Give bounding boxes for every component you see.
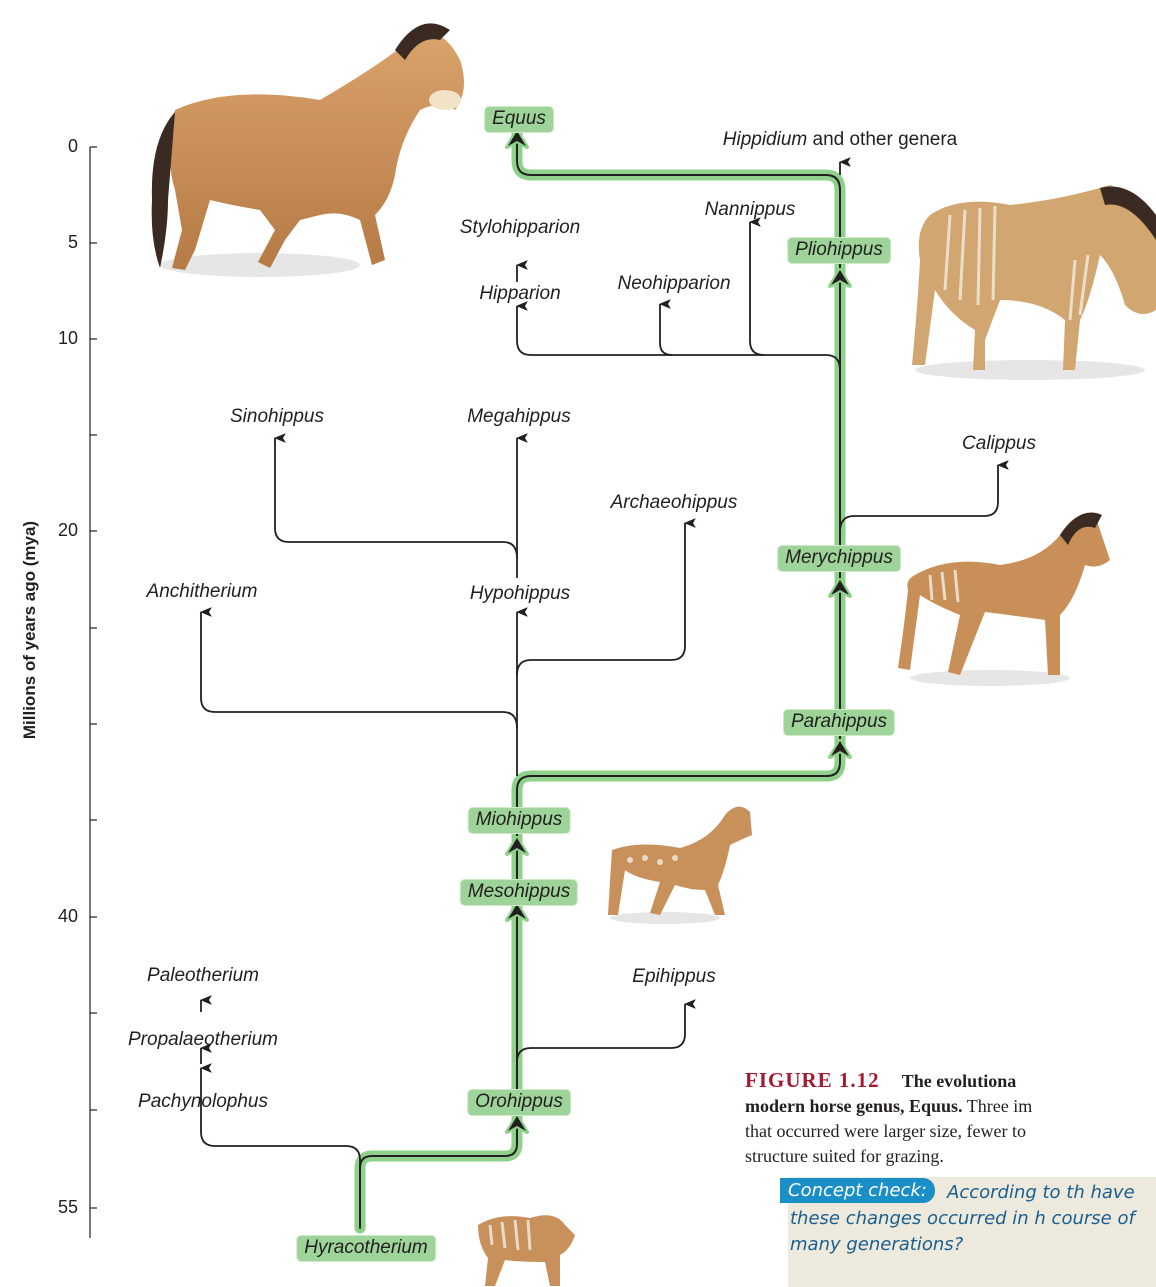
genus-anchitherium: Anchitherium: [147, 581, 258, 603]
genus-pliohippus: Pliohippus: [788, 238, 890, 263]
genus-nannippus: Nannippus: [705, 199, 796, 221]
genus-sinohippus: Sinohippus: [230, 406, 324, 428]
axis-title: Millions of years ago (mya): [20, 460, 40, 800]
genus-megahippus: Megahippus: [467, 406, 571, 428]
genus-equus: Equus: [485, 107, 553, 132]
equus-horse-illustration: [152, 23, 464, 277]
concept-check-label: Concept check:: [780, 1178, 935, 1203]
tick-label-40: 40: [38, 906, 78, 927]
pliohippus-horse-illustration: [912, 185, 1156, 380]
caption-line-2-rest: Three im: [963, 1096, 1033, 1116]
genus-hypohippus: Hypohippus: [470, 583, 570, 605]
tick-label-0: 0: [38, 136, 78, 157]
genus-miohippus: Miohippus: [469, 808, 570, 833]
caption-line-1: FIGURE 1.12 The evolutiona: [745, 1068, 1156, 1094]
caption-line-2-bold: modern horse genus, Equus.: [745, 1096, 963, 1116]
genus-calippus: Calippus: [962, 433, 1036, 455]
genus-hyracotherium: Hyracotherium: [297, 1236, 435, 1261]
tick-label-20: 20: [38, 520, 78, 541]
genus-mesohippus: Mesohippus: [461, 880, 577, 905]
caption-line-4: structure suited for grazing.: [745, 1144, 1156, 1169]
genus-stylohipparion: Stylohipparion: [460, 217, 580, 239]
figure-caption: FIGURE 1.12 The evolutiona modern horse g…: [745, 1068, 1156, 1169]
genus-hipparion: Hipparion: [479, 283, 560, 305]
mesohippus-horse-illustration: [608, 807, 752, 924]
figure-label: FIGURE 1.12: [745, 1068, 880, 1092]
genus-orohippus: Orohippus: [468, 1090, 570, 1115]
genus-hippidium-name: Hippidium: [723, 129, 807, 150]
tick-label-55: 55: [38, 1197, 78, 1218]
genus-paleotherium: Paleotherium: [147, 965, 259, 987]
caption-title: The evolutiona: [902, 1071, 1017, 1091]
hyracotherium-horse-illustration: [478, 1215, 575, 1286]
genus-hippidium: Hippidium and other genera: [723, 129, 958, 151]
genus-archaeohippus: Archaeohippus: [611, 492, 738, 514]
tick-label-5: 5: [38, 232, 78, 253]
tick-label-10: 10: [38, 328, 78, 349]
genus-hippidium-suffix: and other genera: [807, 129, 957, 150]
genus-merychippus: Merychippus: [778, 546, 900, 571]
genus-propalaeotherium: Propalaeotherium: [128, 1029, 278, 1051]
caption-line-3: that occurred were larger size, fewer to: [745, 1119, 1156, 1144]
genus-neohipparion: Neohipparion: [617, 273, 730, 295]
side-branches: [201, 162, 998, 1170]
genus-parahippus: Parahippus: [784, 710, 894, 735]
genus-epihippus: Epihippus: [632, 966, 715, 988]
caption-line-2: modern horse genus, Equus. Three im: [745, 1094, 1156, 1119]
main-lineage-path: [360, 128, 840, 1228]
genus-pachynolophus: Pachynolophus: [138, 1091, 268, 1113]
time-axis: [90, 147, 97, 1238]
merychippus-horse-illustration: [898, 513, 1110, 687]
